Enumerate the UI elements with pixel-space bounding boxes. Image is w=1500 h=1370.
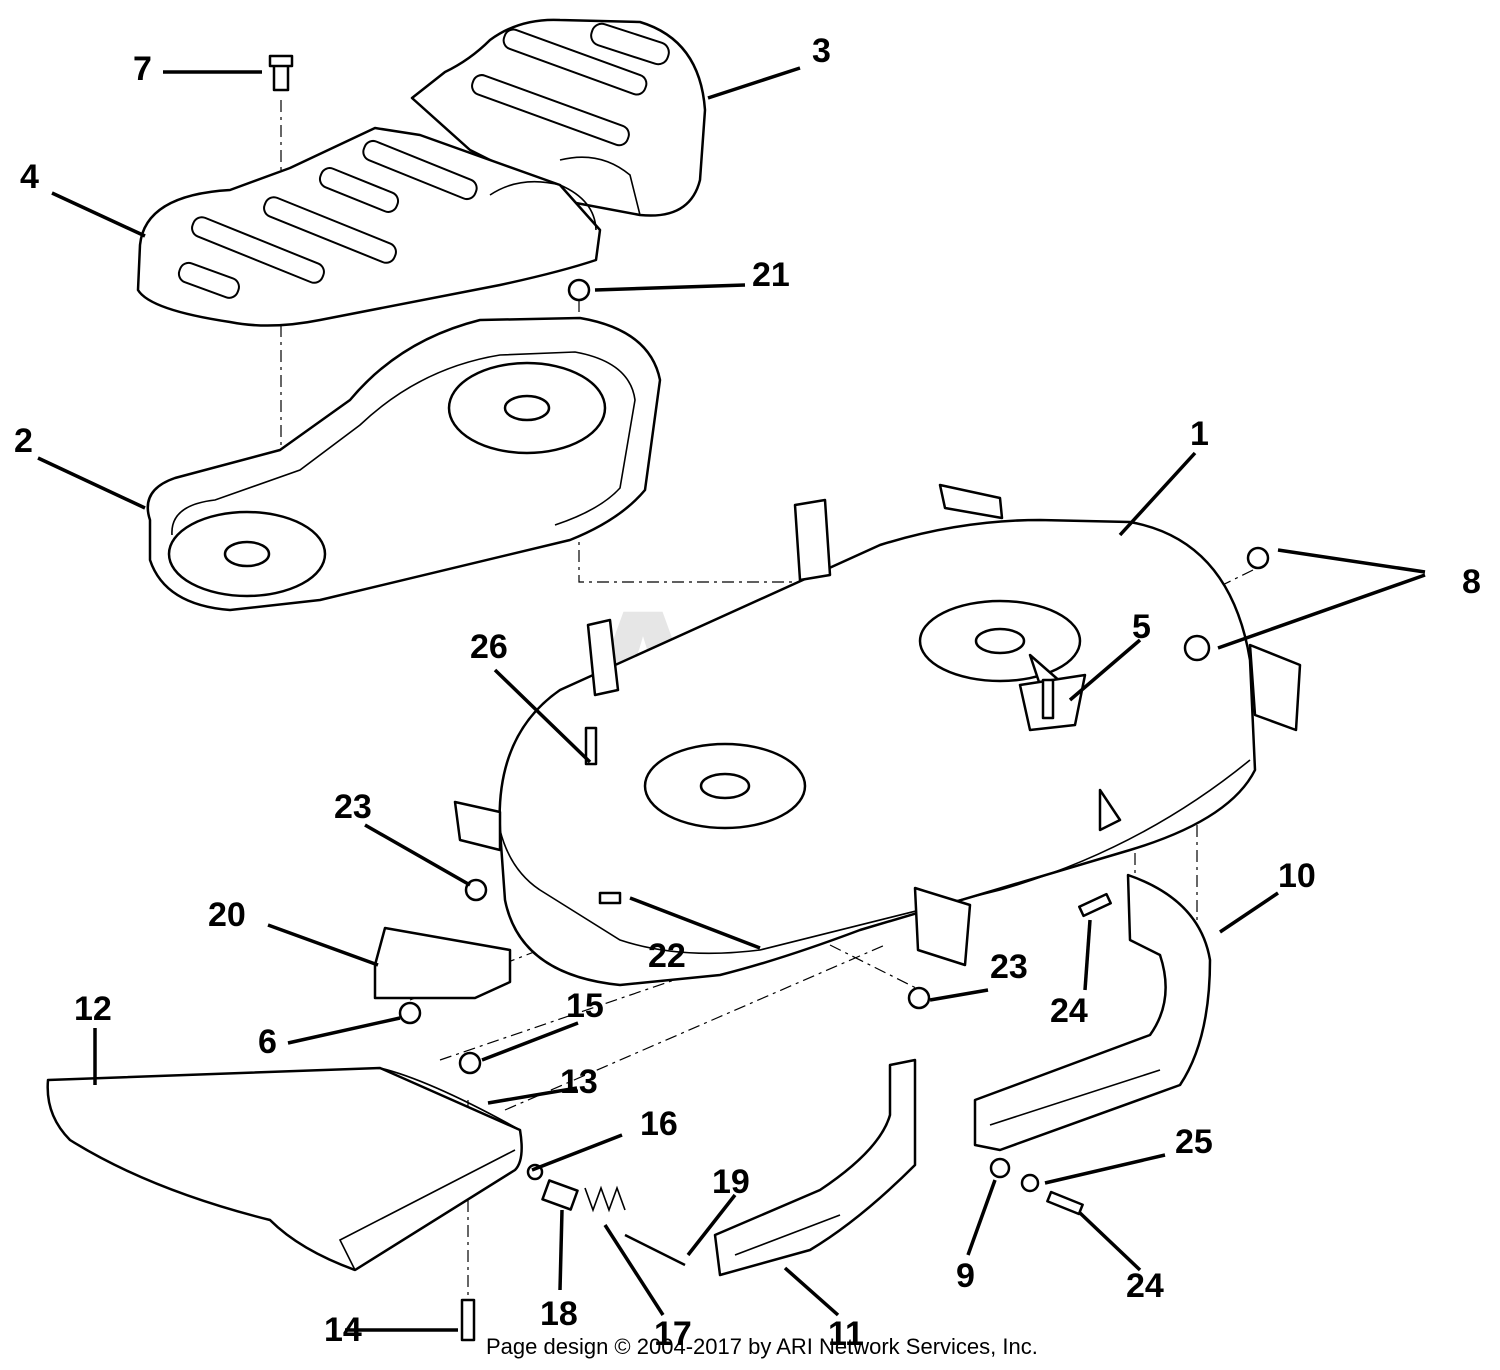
discharge-chute-part (46, 1066, 523, 1272)
nut-8a (1246, 546, 1270, 570)
callout-15[interactable]: 15 (566, 987, 604, 1025)
bolt-26 (584, 726, 598, 766)
copyright-footer: Page design © 2004-2017 by ARI Network S… (486, 1334, 1038, 1359)
callout-17[interactable]: 17 (654, 1315, 692, 1353)
callout-13[interactable]: 13 (560, 1063, 598, 1101)
bracket-20-part (373, 926, 512, 1000)
bolt-22 (598, 891, 622, 905)
callout-4[interactable]: 4 (20, 158, 39, 196)
callout-24-upper[interactable]: 24 (1050, 992, 1088, 1030)
belt-cover-right-part (410, 18, 707, 217)
hardware (268, 54, 1270, 1342)
callout-6[interactable]: 6 (258, 1023, 277, 1061)
bolt-24a (1078, 892, 1112, 918)
nut-15 (458, 1051, 482, 1075)
callout-23-right[interactable]: 23 (990, 948, 1028, 986)
sleeve-18 (541, 1179, 579, 1211)
callout-20[interactable]: 20 (208, 896, 246, 934)
baffle-10-part (973, 873, 1212, 1152)
rod-19 (624, 1233, 686, 1267)
spring-17 (584, 1185, 626, 1213)
callout-10[interactable]: 10 (1278, 857, 1316, 895)
callout-3[interactable]: 3 (812, 32, 831, 70)
callout-12[interactable]: 12 (74, 990, 112, 1028)
callout-18[interactable]: 18 (540, 1295, 578, 1333)
baffle-11-part (713, 1058, 917, 1277)
callout-8[interactable]: 8 (1462, 563, 1481, 601)
callout-2[interactable]: 2 (14, 422, 33, 460)
nut-6 (398, 1001, 422, 1025)
nut-21 (567, 278, 591, 302)
callout-19[interactable]: 19 (712, 1163, 750, 1201)
callout-14[interactable]: 14 (324, 1311, 362, 1349)
callout-22[interactable]: 22 (648, 937, 686, 975)
callout-23-left[interactable]: 23 (334, 788, 372, 826)
baffle-part (1018, 673, 1087, 732)
callout-1[interactable]: 1 (1190, 415, 1209, 453)
callout-5[interactable]: 5 (1132, 608, 1151, 646)
nut-23b (907, 986, 931, 1010)
nut-9 (989, 1157, 1011, 1179)
leader-lines (37, 66, 1426, 1332)
mower-deck-part (453, 483, 1302, 987)
callout-25[interactable]: 25 (1175, 1123, 1213, 1161)
callout-16[interactable]: 16 (640, 1105, 678, 1143)
callout-9[interactable]: 9 (956, 1257, 975, 1295)
callout-26[interactable]: 26 (470, 628, 508, 666)
bolt-14 (460, 1298, 476, 1342)
bolt-24b (1046, 1190, 1084, 1216)
callout-24-lower[interactable]: 24 (1126, 1267, 1164, 1305)
nut-23a (464, 878, 488, 902)
callout-7[interactable]: 7 (133, 50, 152, 88)
callout-labels: 1 2 3 4 5 6 7 8 9 10 11 12 13 14 15 16 1… (14, 32, 1481, 1353)
nut-8b (1183, 634, 1211, 662)
washer-25 (1020, 1173, 1040, 1193)
callout-21[interactable]: 21 (752, 256, 790, 294)
belt-cover-left-part (136, 126, 602, 327)
callout-11[interactable]: 11 (828, 1315, 864, 1353)
belt-cover-shield-part (146, 316, 662, 612)
